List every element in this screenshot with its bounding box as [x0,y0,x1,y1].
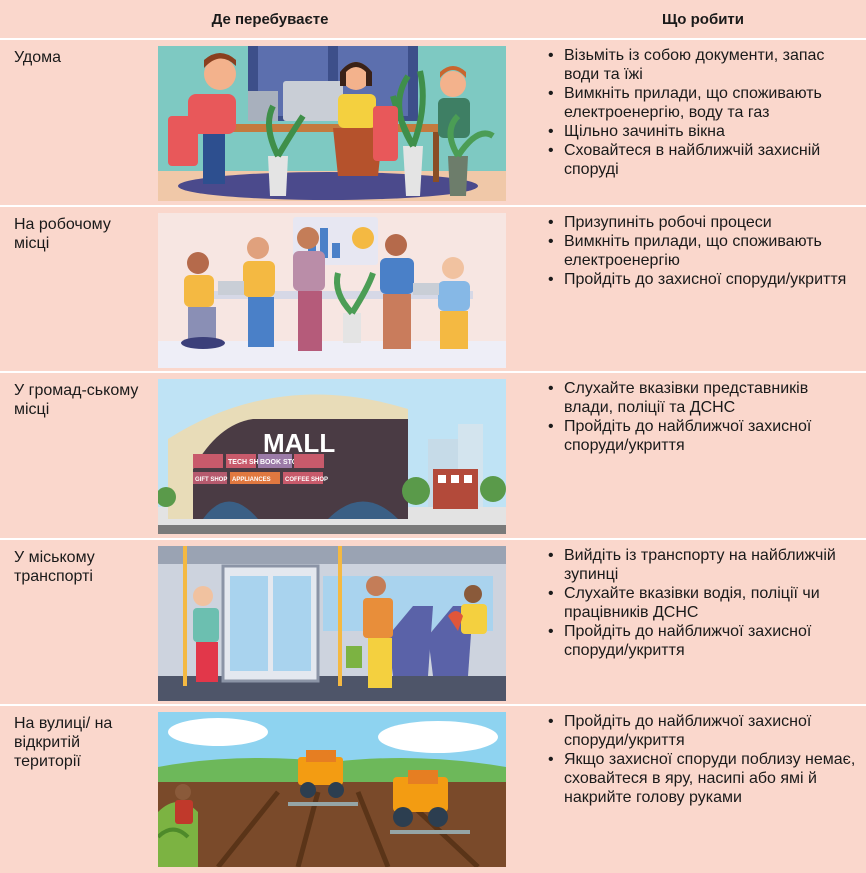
transport-illustration [150,540,540,704]
place-label: У міському транспорті [14,549,95,585]
actions-cell: Вийдіть із транспорту на найближчій зупи… [540,540,866,704]
list-item: Сховайтеся в найближчій захисній споруді [546,141,860,179]
shop-sign-gift: GIFT SHOP [195,477,227,483]
list-item: Пройдіть до найближчої захисної споруди/… [546,622,860,660]
table-row-street: На вулиці/ на відкритій території [0,706,866,871]
place-label: Удома [14,49,62,66]
header-what: Що робити [662,10,744,28]
actions-list: Слухайте вказівки представників влади, п… [546,379,860,455]
workplace-scene-image [158,213,506,368]
list-item: Пройдіть до найближчої захисної споруди/… [546,417,860,455]
list-item: Вимкніть прилади, що споживають електрое… [546,84,860,122]
list-item: Якщо захисної споруди поблизу немає, схо… [546,750,860,807]
workplace-illustration [150,207,540,371]
shop-sign-book: BOOK STORE [260,459,307,466]
mall-scene-image: MALL TECH SHOP BOOK STORE GIFT SHOP APPL… [158,379,506,534]
table-row-home: Удома [0,40,866,207]
home-scene-image [158,46,506,201]
shop-sign-coffee: COFFEE SHOP [285,477,328,483]
place-label: На вулиці/ на відкритій території [14,715,113,770]
shop-sign-tech: TECH SHOP [228,459,269,466]
actions-cell: Пройдіть до найближчої захисної споруди/… [540,706,866,871]
place-label: На робочому місці [14,216,111,252]
list-item: Призупиніть робочі процеси [546,213,860,232]
shop-sign-appliances: APPLIANCES [232,477,271,483]
actions-list: Пройдіть до найближчої захисної споруди/… [546,712,860,807]
mall-sign: MALL [263,428,335,458]
table-row-public: У громад-ському місці MALL TECH SHOP BOO… [0,373,866,540]
list-item: Вийдіть із транспорту на найближчій зупи… [546,546,860,584]
header-where: Де перебуваєте [211,10,329,28]
actions-cell: Слухайте вказівки представників влади, п… [540,373,866,538]
table-row-transport: У міському транспорті [0,540,866,706]
field-scene-image [158,712,506,867]
list-item: Вимкніть прилади, що споживають електрое… [546,232,860,270]
actions-list: Візьміть із собою документи, запас води … [546,46,860,179]
list-item: Пройдіть до найближчої захисної споруди/… [546,712,860,750]
table-header: Де перебуваєте Що робити [0,0,866,40]
actions-cell: Візьміть із собою документи, запас води … [540,40,866,205]
list-item: Слухайте вказівки водія, поліції чи прац… [546,584,860,622]
place-label: У громад-ському місці [14,382,139,418]
bus-scene-image [158,546,506,701]
public-illustration: MALL TECH SHOP BOOK STORE GIFT SHOP APPL… [150,373,540,538]
actions-list: Призупиніть робочі процеси Вимкніть прил… [546,213,860,289]
table-row-workplace: На робочому місці [0,207,866,373]
list-item: Візьміть із собою документи, запас води … [546,46,860,84]
list-item: Слухайте вказівки представників влади, п… [546,379,860,417]
list-item: Пройдіть до захисної споруди/укриття [546,270,860,289]
street-illustration [150,706,540,871]
actions-cell: Призупиніть робочі процеси Вимкніть прил… [540,207,866,371]
actions-list: Вийдіть із транспорту на найближчій зупи… [546,546,860,660]
home-illustration [150,40,540,205]
list-item: Щільно зачиніть вікна [546,122,860,141]
